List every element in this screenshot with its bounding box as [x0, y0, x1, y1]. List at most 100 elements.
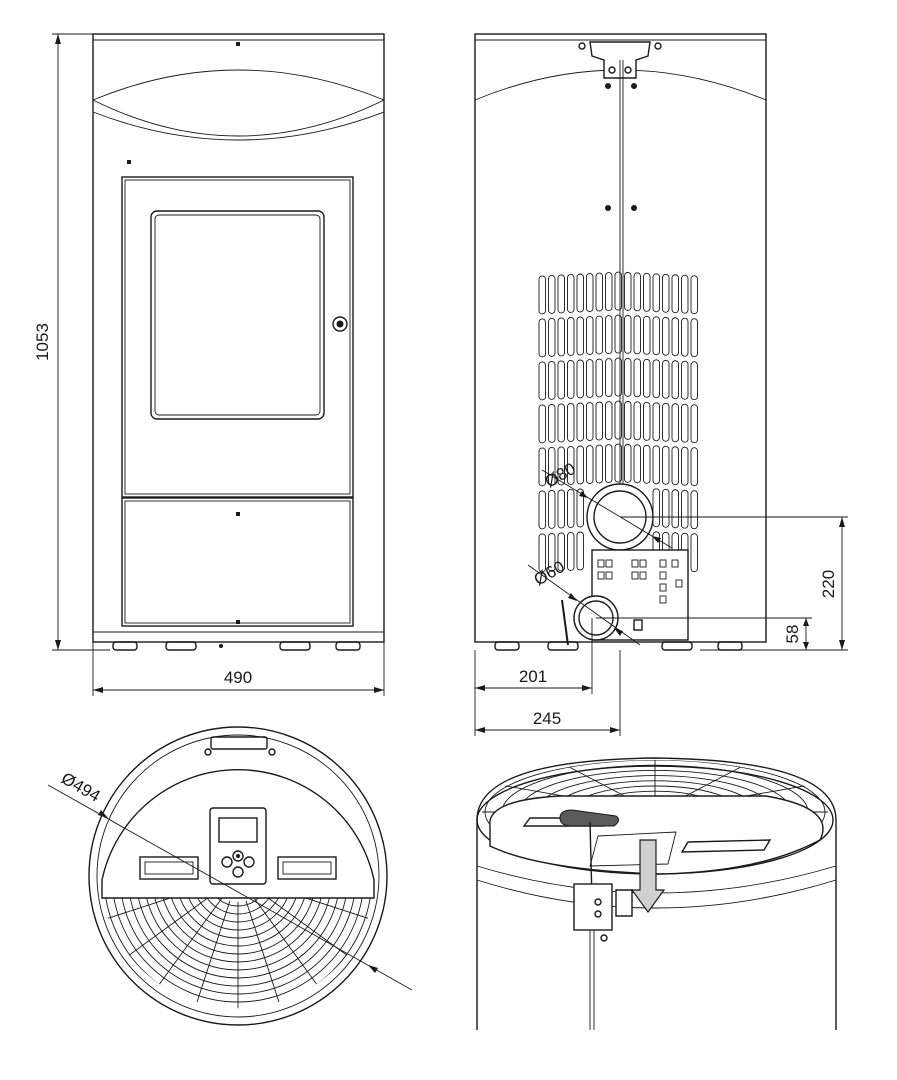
pers-slot-right	[680, 839, 772, 853]
rear-foot	[547, 641, 579, 651]
pers-bracket	[573, 883, 613, 931]
grille-slot	[624, 271, 632, 311]
grille-slot	[567, 360, 575, 399]
front-lower-panel-inner	[124, 500, 351, 624]
grille-slot	[595, 444, 603, 484]
grille-slot	[624, 357, 632, 397]
pers-top-band-2	[476, 879, 837, 909]
grille-slot	[567, 489, 575, 528]
leader-top-diameter	[47, 784, 413, 991]
grille-slot	[576, 445, 584, 485]
dim-label-air-inlet-diameter: Ø60	[531, 557, 568, 590]
dim-label-air-height: 58	[783, 625, 802, 644]
grille-slot	[557, 274, 565, 314]
top-bracket	[210, 736, 268, 750]
grille-slot	[538, 404, 546, 444]
grille-slot	[567, 403, 575, 442]
rear-foot	[494, 641, 520, 651]
grille-slot	[633, 272, 641, 312]
grille-slot	[557, 489, 565, 529]
control-button-icon	[232, 866, 244, 878]
grille-slot	[586, 316, 594, 355]
top-outer-circle	[88, 726, 388, 1026]
grille-slot	[557, 446, 565, 486]
dim-arrow	[93, 687, 103, 693]
electronic-component	[659, 559, 667, 568]
grille-slot	[614, 443, 622, 483]
bracket-screw	[594, 910, 602, 918]
grille-slot	[681, 274, 689, 314]
grille-slot	[671, 317, 679, 357]
grille-slot	[624, 314, 632, 354]
grille-slot	[557, 360, 565, 400]
grille-slot	[576, 531, 584, 571]
front-glass-inner	[154, 214, 321, 416]
electronic-component	[659, 583, 667, 592]
grille-slot	[643, 401, 651, 441]
grille-slot	[576, 488, 584, 528]
grille-slot	[681, 446, 689, 486]
grille-slot	[633, 444, 641, 484]
grille-slot	[662, 402, 670, 442]
pers-panel-outline	[589, 831, 677, 867]
grille-slot	[671, 489, 679, 529]
front-top-panel	[92, 69, 385, 141]
grille-slot	[624, 443, 632, 483]
electronic-component	[633, 619, 643, 631]
front-view: 1053 490	[33, 33, 385, 696]
front-top-screw	[236, 42, 240, 46]
front-door-inner	[124, 179, 351, 495]
front-glass	[150, 210, 325, 420]
dim-arrow	[475, 727, 485, 733]
grille-slot	[548, 532, 556, 572]
electronic-component	[675, 579, 683, 588]
grille-slot	[538, 318, 546, 358]
bracket-screw	[654, 42, 662, 50]
clip-icon	[631, 205, 637, 211]
grille-slot	[652, 488, 660, 528]
grille-slot	[605, 272, 613, 312]
dim-arrow	[614, 628, 623, 636]
dim-arrow	[55, 640, 61, 650]
t-handle-wrench	[559, 809, 620, 827]
grille-slot	[605, 358, 613, 398]
grille-slot	[690, 533, 698, 573]
control-button-icon	[243, 856, 255, 868]
grille-slot	[690, 361, 698, 401]
bracket-screw	[624, 66, 632, 74]
dim-arrow	[582, 685, 592, 691]
control-display	[218, 817, 258, 843]
control-button-icon	[221, 856, 233, 868]
perspective-view	[476, 757, 837, 1030]
dim-label-top-diameter: Ø494	[58, 769, 104, 806]
bracket-screw	[268, 748, 276, 756]
clip-icon	[631, 83, 637, 89]
electronic-component	[597, 571, 605, 580]
dim-label-flue-height: 220	[819, 570, 838, 598]
grille-slot	[605, 401, 613, 441]
front-lower-panel	[121, 497, 354, 627]
bracket-screw	[600, 934, 608, 942]
grille-slot	[652, 402, 660, 442]
grille-slot	[633, 401, 641, 441]
grille-slot	[624, 400, 632, 440]
front-foot	[279, 641, 311, 651]
grille-slot	[633, 315, 641, 355]
grille-slot	[643, 315, 651, 355]
grille-slot	[576, 402, 584, 442]
top-inner-circle	[96, 734, 380, 1018]
grille-slot	[548, 403, 556, 443]
grille-slot	[548, 360, 556, 400]
leader-flue	[541, 469, 673, 549]
grille-slot	[557, 532, 565, 572]
electronic-component	[639, 559, 647, 568]
grille-slot	[681, 360, 689, 400]
dim-arrow	[475, 685, 485, 691]
grille-slot	[548, 274, 556, 314]
bracket-screw	[204, 748, 212, 756]
grille-slot	[548, 317, 556, 357]
grille-spoke	[106, 898, 214, 920]
top-slot-left-inner	[144, 861, 194, 875]
bracket-screw	[578, 42, 586, 50]
